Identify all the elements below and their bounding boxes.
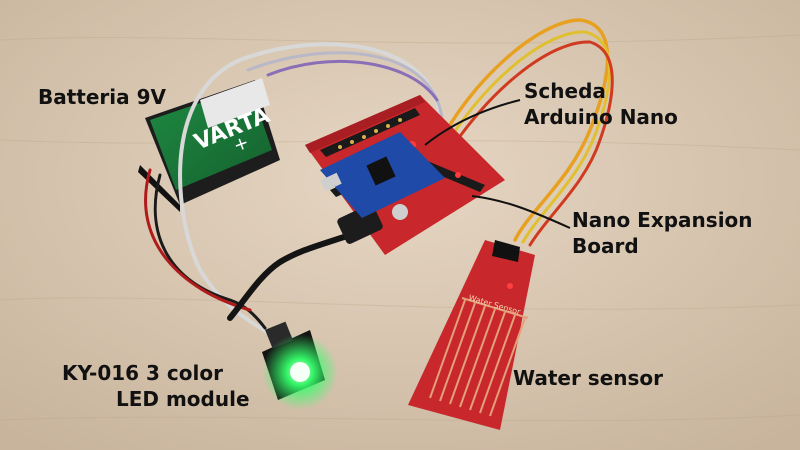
arduino-pointer — [424, 99, 521, 146]
annotation-arrows — [424, 99, 571, 229]
label-expansion-line2: Board — [572, 234, 639, 258]
label-led-line1: KY-016 3 color — [62, 361, 223, 385]
water-sensor: Water Sensor — [408, 240, 535, 430]
label-water-sensor: Water sensor — [513, 366, 664, 390]
svg-text:+: + — [231, 132, 252, 157]
label-expansion-line1: Nano Expansion — [572, 208, 753, 232]
label-arduino-line2: Arduino Nano — [524, 105, 678, 129]
expansion-pointer — [471, 195, 571, 229]
label-battery: Batteria 9V — [38, 85, 166, 109]
ky016-led-module — [262, 321, 338, 410]
wiring — [144, 18, 614, 335]
label-led-line2: LED module — [116, 387, 250, 411]
arduino-nano — [320, 132, 445, 218]
label-arduino-line1: Scheda — [524, 79, 606, 103]
